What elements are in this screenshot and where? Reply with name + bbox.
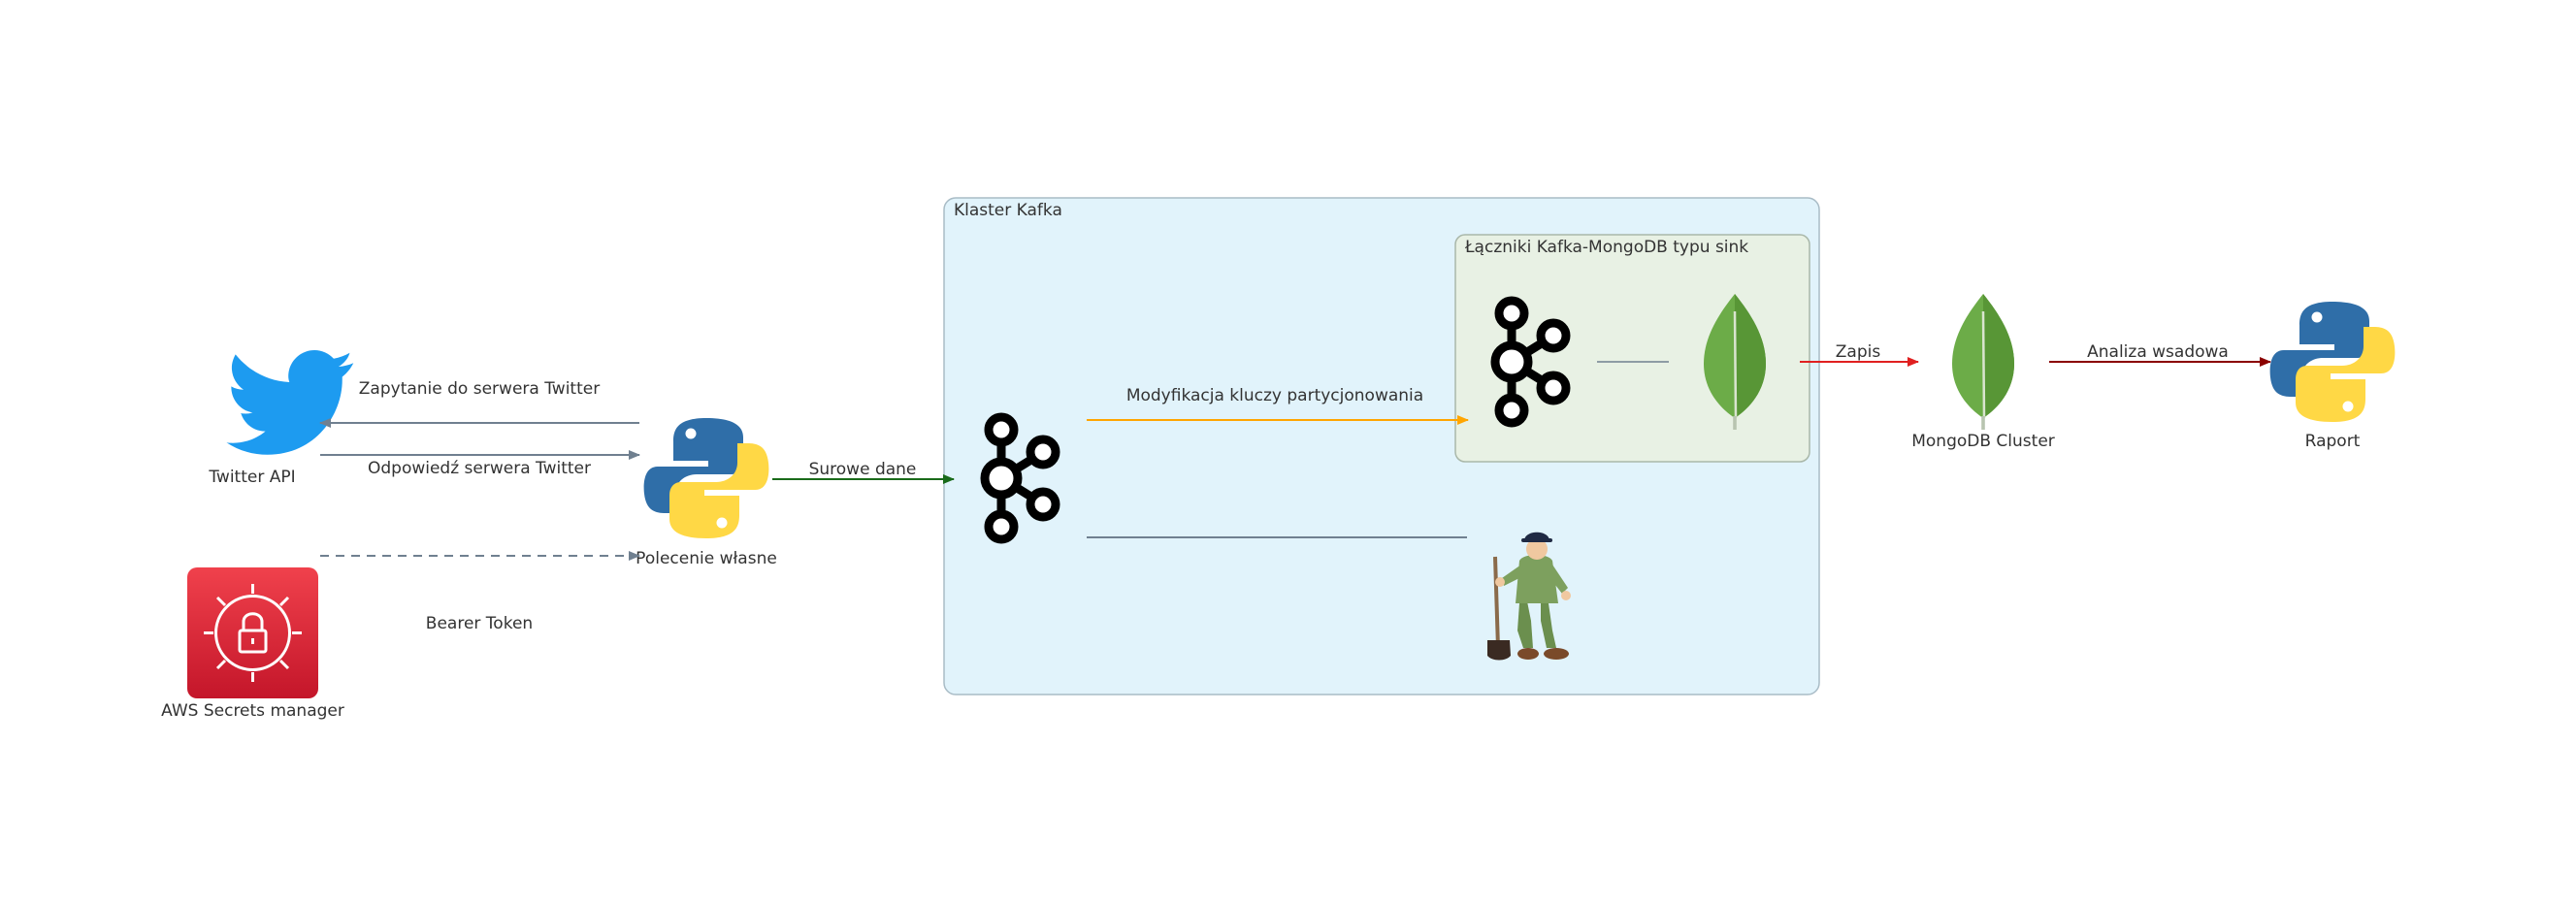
python-icon <box>643 418 769 538</box>
mongodb-leaf-icon <box>1950 292 2016 432</box>
batch-analysis-label: Analiza wsadowa <box>2087 342 2229 362</box>
mongodb-cluster-label: MongoDB Cluster <box>1911 432 2055 451</box>
sink-connectors-label: Łączniki Kafka-MongoDB typu sink <box>1464 238 1748 257</box>
janitor-figure-icon <box>1487 532 1571 661</box>
request-label: Zapytanie do serwera Twitter <box>359 379 600 399</box>
twitter-bird-icon <box>226 350 354 455</box>
aws-secrets-label: AWS Secrets manager <box>161 701 344 721</box>
kafka-cluster-label: Klaster Kafka <box>954 201 1062 220</box>
response-label: Odpowiedź serwera Twitter <box>368 459 591 478</box>
raw-data-label: Surowe dane <box>809 460 917 479</box>
bearer-token-label: Bearer Token <box>426 614 533 633</box>
partition-keys-label: Modyfikacja kluczy partycjonowania <box>1126 386 1423 405</box>
custom-command-label: Polecenie własne <box>636 549 777 568</box>
twitter-api-label: Twitter API <box>208 468 295 487</box>
write-label: Zapis <box>1836 342 1881 362</box>
python-icon <box>2269 302 2396 422</box>
report-label: Raport <box>2305 432 2361 451</box>
aws-secrets-manager-icon <box>187 567 318 698</box>
